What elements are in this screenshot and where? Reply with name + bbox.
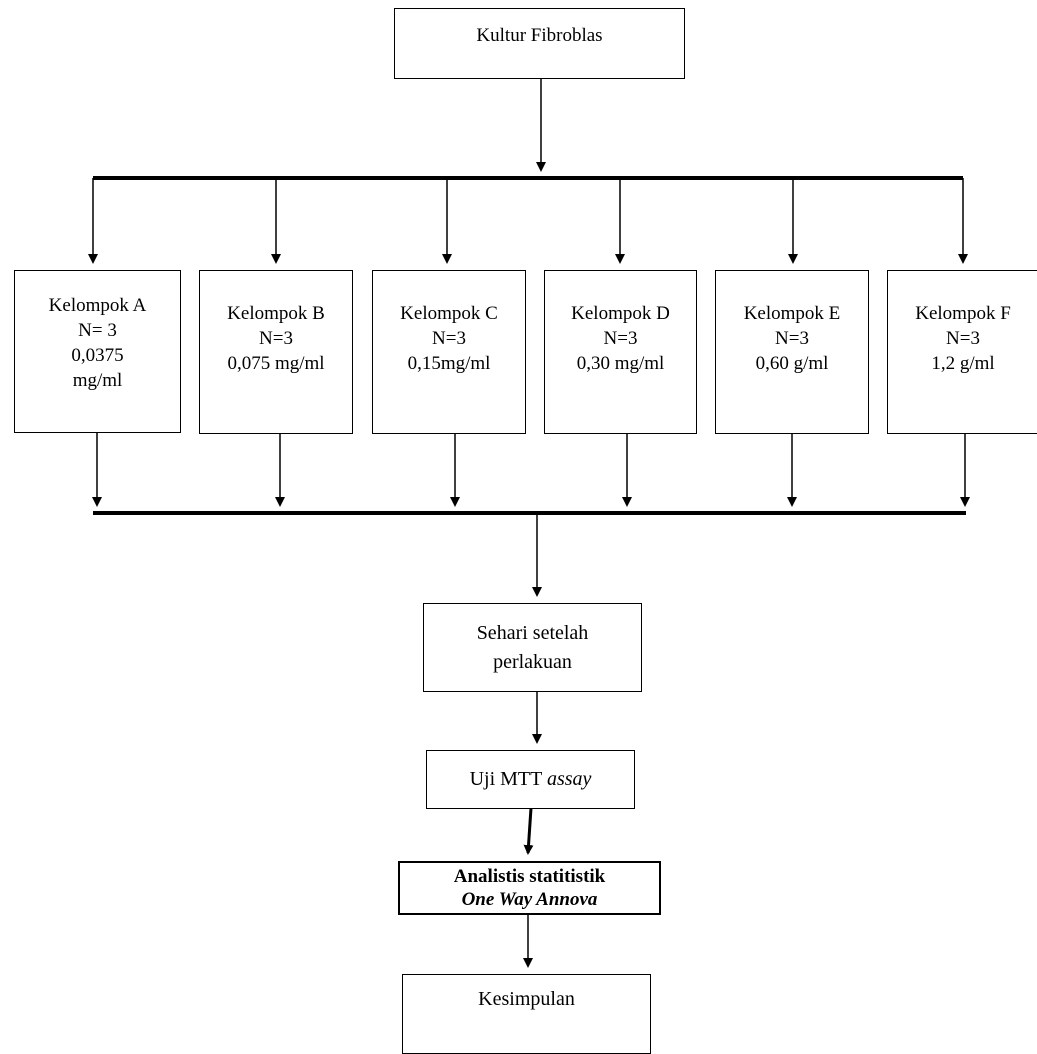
group-a-name: Kelompok A [48, 294, 147, 316]
mtt-prefix: Uji MTT [469, 768, 547, 790]
group-box-d: Kelompok D N=3 0,30 mg/ml [544, 270, 697, 434]
group-box-b: Kelompok B N=3 0,075 mg/ml [199, 270, 353, 434]
group-box-c: Kelompok C N=3 0,15mg/ml [372, 270, 526, 434]
start-box: Kultur Fibroblas [394, 8, 685, 79]
mtt-assay: assay [546, 768, 592, 790]
group-b-n: N=3 [259, 327, 293, 349]
group-d-name: Kelompok D [571, 302, 670, 324]
treatment-line-1: Sehari setelah [476, 621, 589, 644]
group-c-n: N=3 [432, 327, 466, 349]
mtt-box: Uji MTT assay [426, 750, 635, 809]
group-b-dose: 0,075 mg/ml [227, 352, 325, 374]
group-box-e: Kelompok E N=3 0,60 g/ml [715, 270, 869, 434]
group-e-dose: 0,60 g/ml [755, 352, 829, 374]
group-box-f: Kelompok F N=3 1,2 g/ml [887, 270, 1037, 434]
analysis-line-2: One Way Annova [461, 889, 598, 910]
arrow-mtt-to-analysis [523, 807, 534, 855]
group-d-n: N=3 [603, 327, 638, 349]
group-f-name: Kelompok F [915, 302, 1011, 324]
group-a-dose: 0,0375 [71, 344, 124, 366]
group-d-dose: 0,30 mg/ml [576, 352, 665, 374]
analysis-box: Analistis statitistik One Way Annova [398, 861, 661, 915]
group-f-dose: 1,2 g/ml [931, 352, 995, 374]
group-c-dose: 0,15mg/ml [407, 352, 491, 374]
conclusion-label: Kesimpulan [478, 988, 575, 1010]
treatment-line-2: perlakuan [493, 650, 572, 673]
group-a-unit: mg/ml [72, 369, 123, 391]
group-c-name: Kelompok C [400, 302, 498, 324]
start-label: Kultur Fibroblas [476, 25, 603, 46]
treatment-box: Sehari setelah perlakuan [423, 603, 642, 692]
mtt-label: Uji MTT assay [470, 767, 592, 792]
analysis-line-1: Analistis statitistik [453, 866, 606, 887]
group-f-n: N=3 [946, 327, 980, 349]
group-box-a: Kelompok A N= 3 0,0375 mg/ml [14, 270, 181, 433]
conclusion-box: Kesimpulan [402, 974, 651, 1054]
group-b-name: Kelompok B [227, 302, 325, 324]
group-e-name: Kelompok E [743, 302, 841, 324]
group-a-n: N= 3 [78, 319, 117, 341]
group-e-n: N=3 [775, 327, 809, 349]
